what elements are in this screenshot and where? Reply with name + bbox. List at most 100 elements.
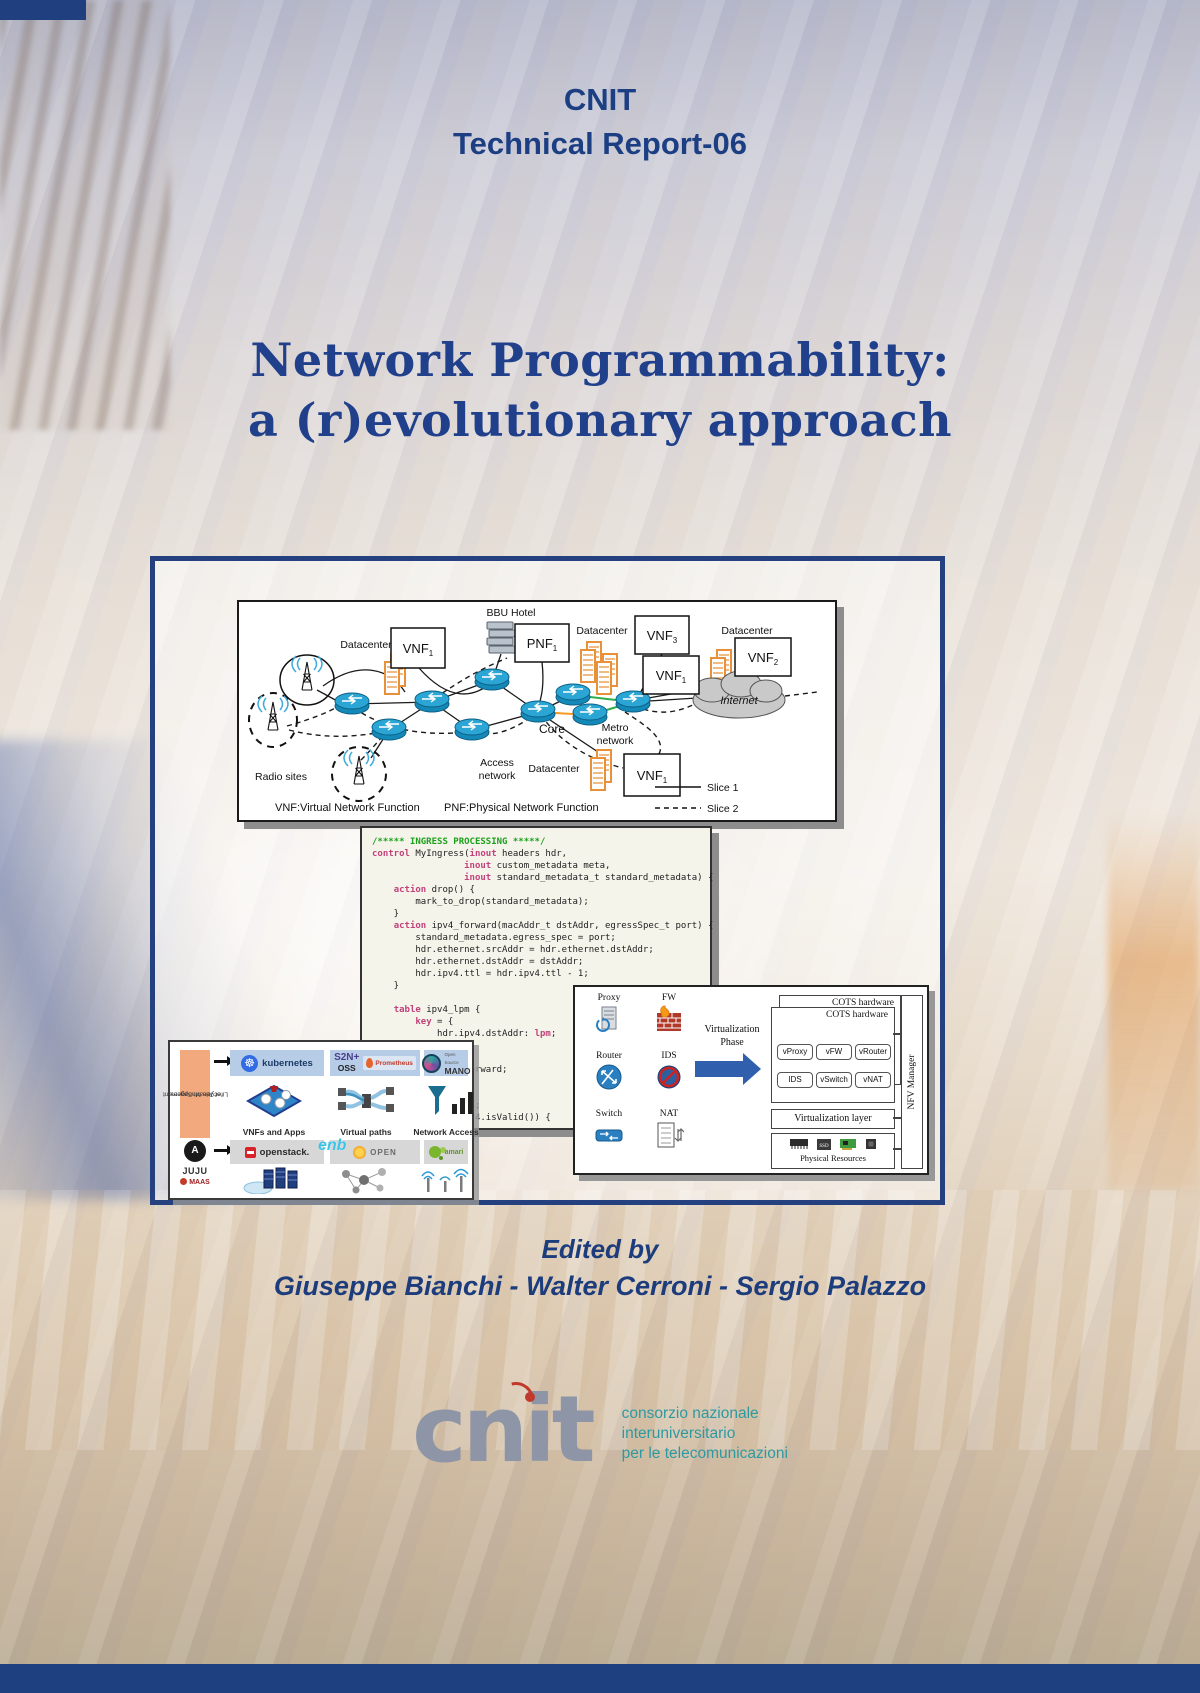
nfv-manager-box: NFV Manager [901,995,923,1169]
vnfs-apps-group: VNFs and Apps [238,1082,310,1137]
diagram-labels: BBU Hotel Datacenter Datacenter Datacent… [255,607,773,783]
svg-text:network: network [479,770,517,782]
svg-text:SSD: SSD [819,1144,829,1149]
kubernetes-banner: ☸ kubernetes [230,1050,324,1076]
antenna-tower-icon [291,655,323,691]
cpu-icon [865,1139,876,1149]
svg-text:Access: Access [480,757,514,769]
juju-logo: JUJU [182,1166,208,1176]
svg-text:Datacenter: Datacenter [576,625,628,637]
physical-resources-box: SSD Physical Resources [771,1133,895,1169]
antenna-tower-icon [257,695,289,731]
svg-text:Slice 1: Slice 1 [707,782,739,794]
radio-site-ellipse [279,654,335,706]
connector-line [893,1117,901,1119]
appliance-proxy: Proxy [581,993,637,1033]
appliance-nat: NAT [641,1109,697,1149]
vnf-chip: vRouter [855,1044,891,1060]
vnf-pnf-boxes: VNF1 PNF1 VNF3 VNF1 VNF2 VNF1 [390,615,792,797]
hardware-icons: SSD [772,1137,894,1151]
svg-text:VNF3: VNF3 [647,628,678,645]
virtualization-phase-label: Virtualization Phase [704,1024,760,1048]
cnit-tagline: consorzio nazionale interuniversitario p… [621,1405,788,1462]
cnit-wordmark: cnit [412,1375,596,1483]
maas-logo: MAAS [178,1178,212,1186]
prometheus-badge: Prometheus [363,1056,416,1070]
appliance-router: Router [581,1051,637,1091]
nic-icon [839,1138,856,1150]
editor-names: Giuseppe Bianchi - Walter Cerroni - Serg… [273,1271,927,1301]
datacenter-icon [590,749,612,791]
background-dark-streaks [0,0,170,430]
svg-text:Metro: Metro [602,722,629,734]
vnf-chip: IDS [777,1072,813,1088]
arrow-icon [214,1145,234,1155]
svg-text:network: network [597,735,635,747]
arrow-icon [214,1056,234,1066]
amarisoft-banner: amari [424,1140,468,1164]
svg-text:Slice 2: Slice 2 [707,803,739,815]
report-number: Technical Report-06 [452,126,747,161]
report-header: CNIT Technical Report-06 [0,78,1200,166]
switch-icon [594,1121,624,1149]
enb-overlay-logo: enb [318,1137,347,1154]
title-line-2: a (r)evolutionary approach [247,393,953,447]
amarisoft-icon [428,1146,441,1158]
cnit-logo: cnit consorzio nazionale interuniversita… [0,1375,1200,1483]
firewall-icon [654,1005,684,1033]
prometheus-icon [366,1058,374,1068]
svg-text:VNF:Virtual Network Function: VNF:Virtual Network Function [275,802,420,814]
svg-text:PNF1: PNF1 [527,636,558,653]
servers-cloud-group [238,1166,310,1199]
s2n-oss-banner: S2N+OSS Prometheus [330,1050,420,1076]
svg-text:Datacenter: Datacenter [340,639,392,651]
network-access-icon [428,1086,473,1115]
virtualization-layer-box: Virtualization layer [771,1109,895,1129]
svg-text:PNF:Physical Network Function: PNF:Physical Network Function [444,802,599,814]
proxy-server-icon [594,1005,624,1033]
antenna-tower-icon [343,749,375,785]
appliance-switch: Switch [581,1109,637,1149]
svg-text:VNF2: VNF2 [748,650,779,667]
vnfs-apps-icon [245,1084,303,1118]
svg-text:VNF1: VNF1 [403,641,434,658]
vnf-chip: vFW [816,1044,852,1060]
report-org: CNIT [563,82,637,117]
svg-text:BBU Hotel: BBU Hotel [486,607,535,619]
radio-site-dashed-ellipse [331,746,387,802]
svg-text:Datacenter: Datacenter [528,763,580,775]
appliance-firewall: FW [641,993,697,1033]
osm-icon [421,1053,441,1073]
vnf-chip: vSwitch [816,1072,852,1088]
svg-text:Core: Core [539,722,565,736]
ids-icon [654,1063,684,1091]
radio-site-dashed-ellipse [248,692,298,748]
servers-cloud-icon [243,1167,298,1195]
slice-legend: Slice 1 Slice 2 [655,782,739,815]
nfv-virtualization-diagram: Proxy FW Router IDS Switch [573,985,929,1175]
title-line-1: Network Programmability: [250,333,950,387]
background-warm-band [0,1190,1200,1450]
svg-text:VNF1: VNF1 [637,768,668,785]
svg-text:VNF1: VNF1 [656,668,687,685]
connector-line [893,1033,901,1035]
opendaylight-icon [353,1145,367,1159]
bbu-hotel-icon [486,621,516,654]
openstack-icon [244,1146,256,1158]
nat-icon [654,1121,685,1149]
opendaylight-banner: OPEN [330,1140,420,1164]
network-slicing-diagram: Internet VNF1 PNF1 VNF3 VNF1 VNF2 VNF1 B… [237,600,837,822]
wifi-antennas-group [410,1166,482,1199]
virtual-paths-group: Virtual paths [330,1082,402,1137]
router-icon [594,1063,624,1091]
virtual-paths-icon [338,1087,394,1112]
vnf-chip: vNAT [855,1072,891,1088]
internet-label: Internet [720,695,758,707]
network-access-group: Network Access [410,1082,482,1137]
molecule-group [330,1166,402,1199]
kubernetes-icon: ☸ [241,1054,259,1072]
bottom-blue-bar [0,1664,1200,1693]
openstack-banner: openstack. [230,1140,324,1164]
